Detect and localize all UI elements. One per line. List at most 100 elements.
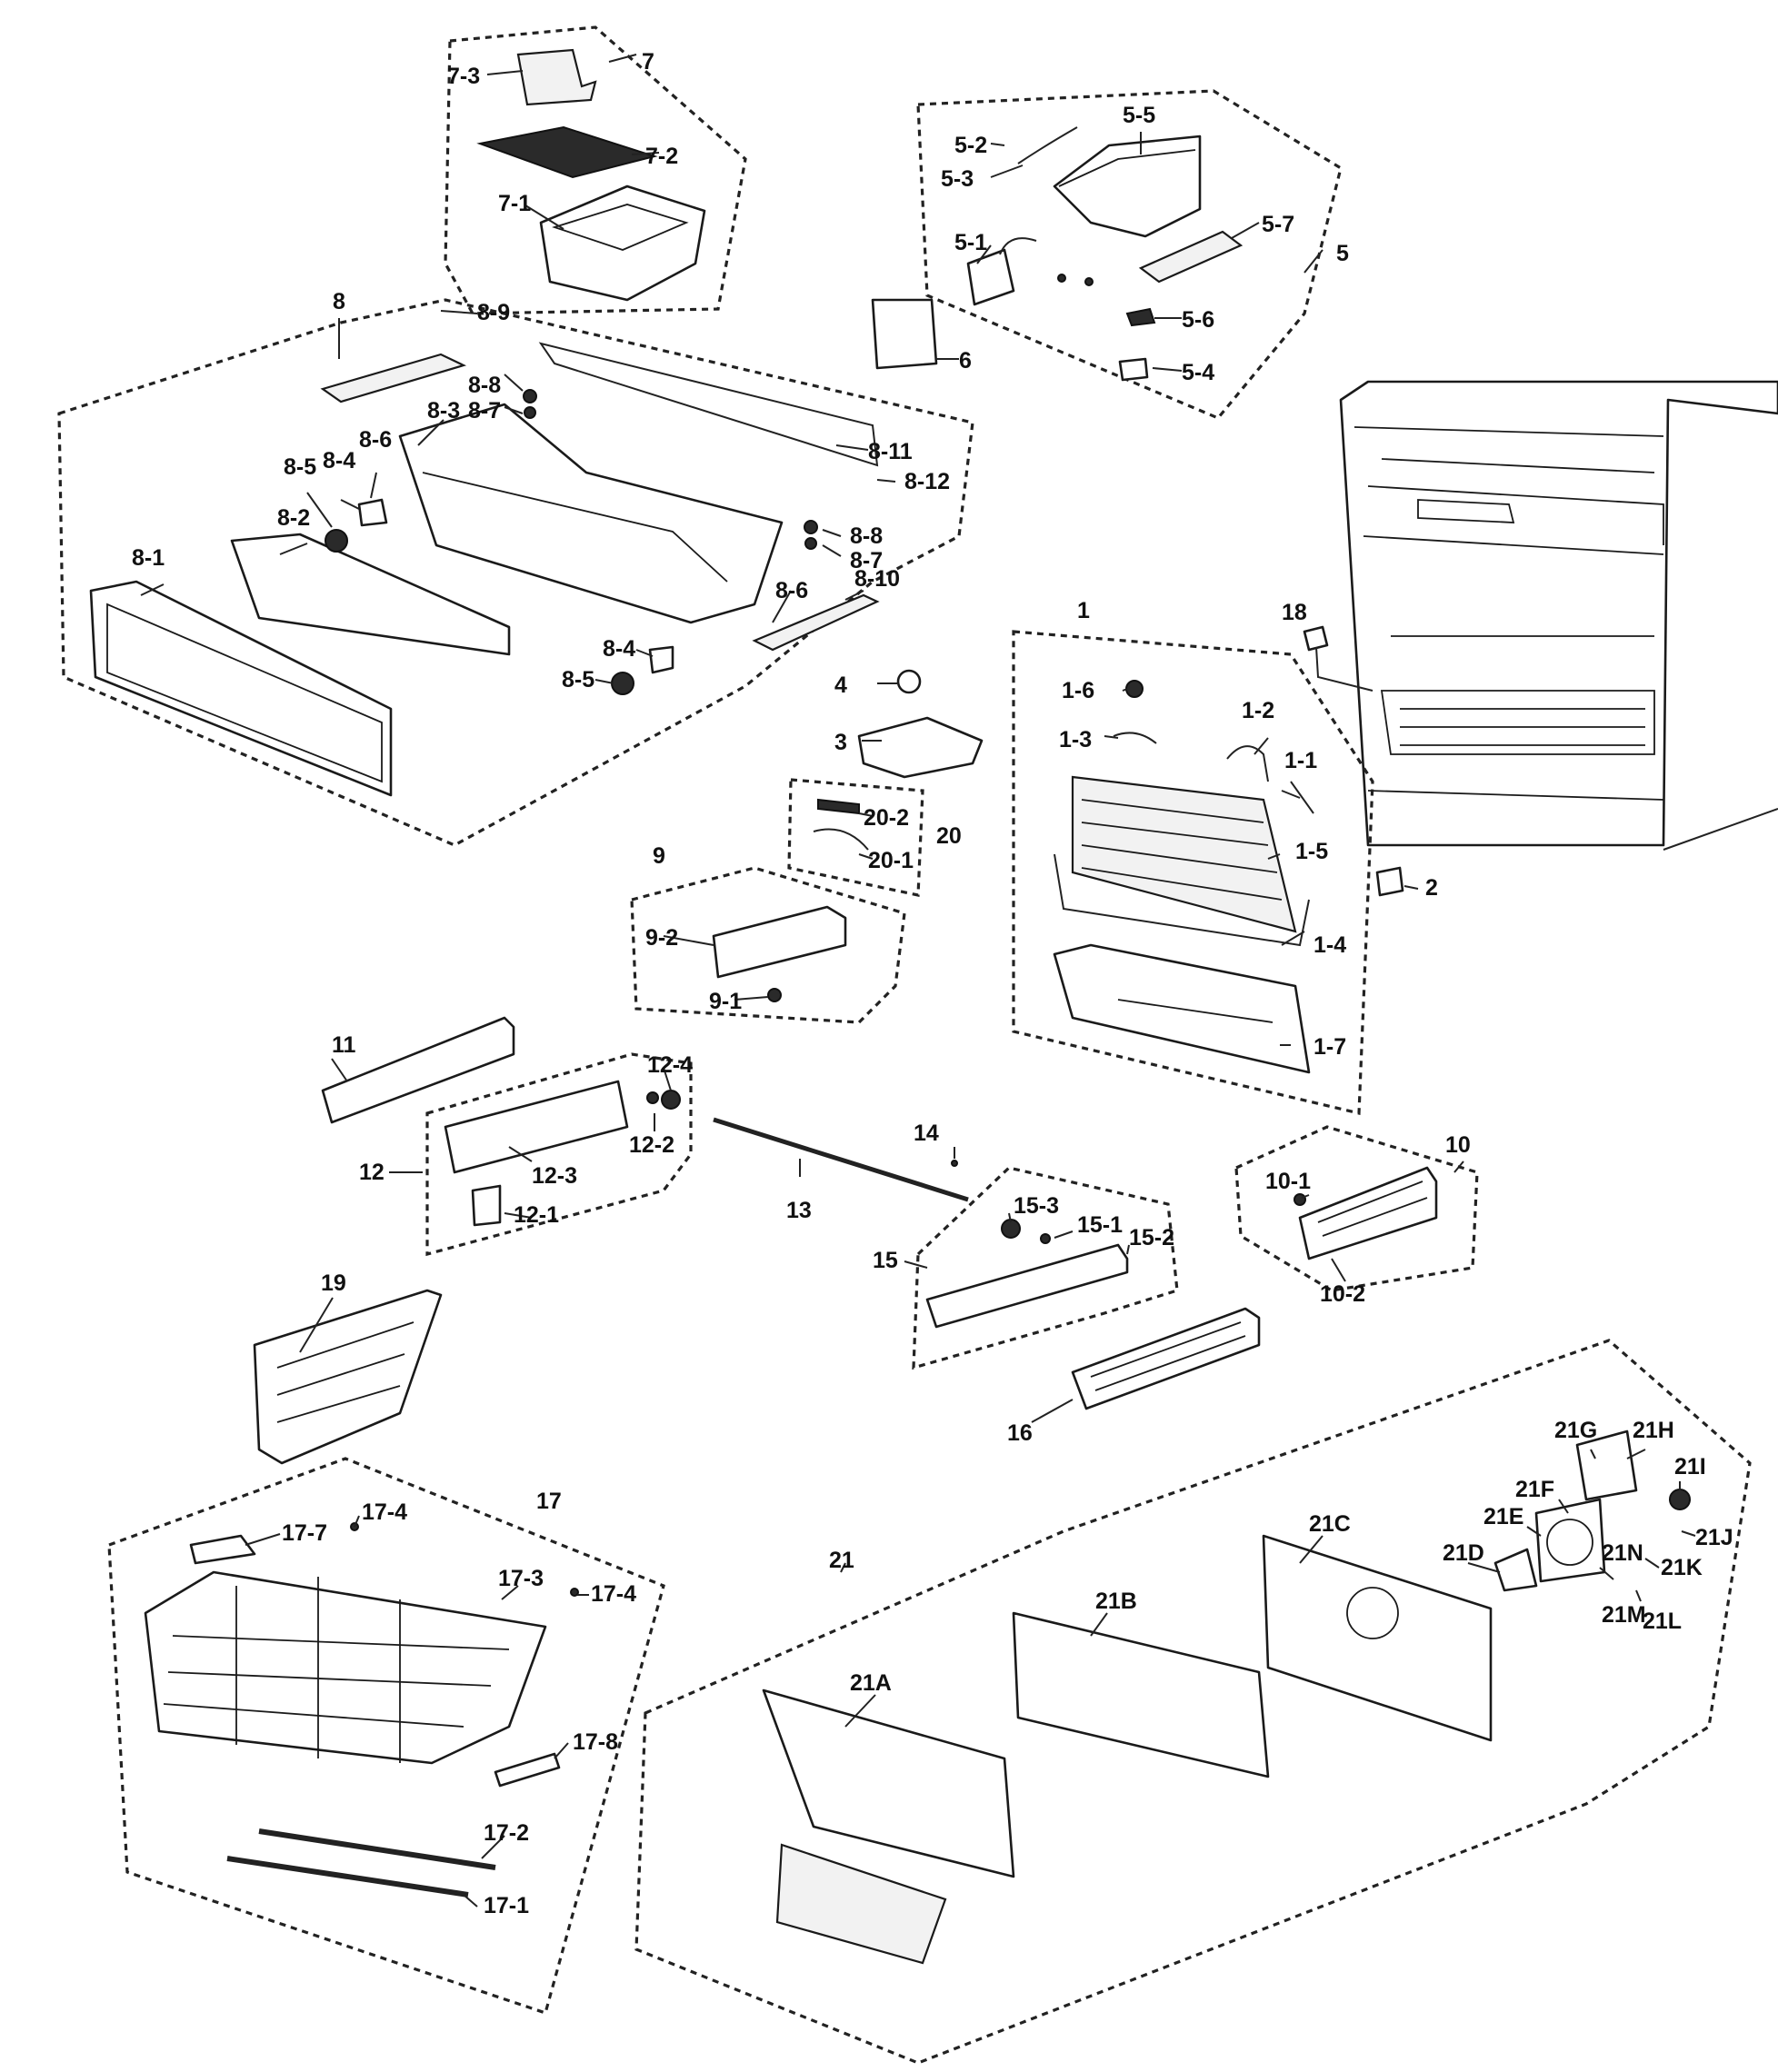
label-8-8-right: 8-8 (850, 523, 883, 549)
part-4-bulb (896, 669, 922, 694)
label-7-3: 7-3 (447, 64, 480, 89)
part-7-1-pan (539, 184, 706, 302)
label-1-1: 1-1 (1284, 748, 1317, 773)
label-18: 18 (1282, 600, 1307, 625)
label-21L: 21L (1643, 1609, 1682, 1634)
label-4: 4 (834, 672, 847, 698)
label-21C: 21C (1309, 1511, 1351, 1537)
part-1-6 (1125, 680, 1144, 698)
part-14 (951, 1160, 958, 1167)
label-11: 11 (332, 1032, 356, 1058)
part-5-7-ejector (1138, 230, 1244, 284)
label-20-2: 20-2 (864, 805, 909, 831)
label-17-7: 17-7 (282, 1520, 327, 1546)
label-8-8-top: 8-8 (468, 373, 501, 398)
label-17: 17 (536, 1489, 562, 1514)
label-21D: 21D (1443, 1540, 1484, 1566)
part-17-1-rail (226, 1856, 469, 1898)
label-21G: 21G (1554, 1418, 1597, 1443)
label-5-1: 5-1 (954, 230, 987, 255)
label-2: 2 (1425, 875, 1438, 901)
label-8-2: 8-2 (277, 505, 310, 531)
part-1-3-wire (1113, 732, 1157, 744)
part-1-4-heater (1054, 853, 1310, 947)
label-5-6: 5-6 (1182, 307, 1214, 333)
label-12-1: 12-1 (514, 1202, 559, 1228)
part-9-1 (767, 988, 782, 1002)
part-1-5-coil (1071, 775, 1297, 933)
label-8-9: 8-9 (477, 300, 510, 325)
part-5-2-harness (1017, 126, 1078, 164)
label-8-5-top: 8-5 (284, 454, 316, 480)
group-15 (912, 1166, 1179, 1370)
group-20 (787, 778, 924, 897)
part-11-rail (321, 1016, 515, 1124)
label-20: 20 (936, 823, 962, 849)
label-21I: 21I (1674, 1454, 1706, 1479)
label-1-3: 1-3 (1059, 727, 1092, 752)
part-9-2-rail (712, 905, 847, 979)
label-5-4: 5-4 (1182, 360, 1214, 385)
label-5-5: 5-5 (1123, 103, 1155, 128)
label-7: 7 (642, 49, 654, 75)
label-8-3: 8-3 (427, 398, 460, 423)
label-17-3: 17-3 (498, 1566, 544, 1591)
label-1: 1 (1077, 598, 1090, 623)
label-21K: 21K (1661, 1555, 1703, 1580)
label-1-6: 1-6 (1062, 678, 1094, 703)
part-8-9-rail (320, 353, 467, 403)
part-5-1-module (966, 248, 1015, 306)
label-21H: 21H (1633, 1418, 1674, 1443)
part-5-4-cap (1118, 357, 1149, 382)
label-16: 16 (1007, 1420, 1033, 1446)
part-8-2-front-frame (230, 533, 511, 656)
group-21 (634, 1339, 1752, 2065)
label-12-3: 12-3 (532, 1163, 577, 1189)
label-8-10: 8-10 (854, 566, 900, 592)
part-8-1-drawer-front (89, 580, 393, 797)
group-7 (444, 25, 747, 315)
part-7-3-bracket (516, 48, 597, 106)
label-9: 9 (653, 843, 665, 869)
label-7-2: 7-2 (645, 144, 678, 169)
label-21B: 21B (1095, 1589, 1137, 1614)
label-19: 19 (321, 1270, 346, 1296)
label-8-7-top: 8-7 (468, 398, 501, 423)
label-10-2: 10-2 (1320, 1281, 1365, 1307)
part-8-11-rod (538, 342, 879, 467)
label-1-7: 1-7 (1314, 1034, 1346, 1060)
label-12: 12 (359, 1160, 385, 1185)
label-8-4-top: 8-4 (323, 448, 355, 473)
part-10-2-grille (1298, 1166, 1438, 1260)
label-14: 14 (914, 1121, 939, 1146)
label-15-3: 15-3 (1014, 1193, 1059, 1219)
part-17-3-basket (144, 1570, 547, 1765)
label-7-1: 7-1 (498, 191, 531, 216)
label-21E: 21E (1483, 1504, 1523, 1529)
part-13-rod (713, 1117, 969, 1202)
part-7-2-grill (476, 125, 658, 179)
label-21M: 21M (1602, 1602, 1646, 1628)
label-20-1: 20-1 (868, 848, 914, 873)
part-8-4-roller-bracket (357, 498, 388, 527)
callout-labels: 7 7-3 7-2 7-1 5-2 5-3 5-5 5-1 5-7 5 5-6 … (132, 49, 1733, 1918)
group-1 (1012, 630, 1374, 1116)
group-5 (916, 89, 1343, 420)
label-12-4: 12-4 (647, 1052, 693, 1078)
label-9-1: 9-1 (709, 989, 742, 1014)
part-15-2-rail (925, 1243, 1129, 1329)
label-17-2: 17-2 (484, 1820, 529, 1846)
label-15-1: 15-1 (1077, 1212, 1123, 1238)
part-19-shelf (253, 1289, 443, 1465)
label-21: 21 (829, 1548, 854, 1573)
label-8-6-top: 8-6 (359, 427, 392, 453)
label-21F: 21F (1515, 1477, 1554, 1502)
label-1-5: 1-5 (1295, 839, 1328, 864)
label-21J: 21J (1695, 1525, 1733, 1550)
part-12-1 (471, 1184, 502, 1227)
part-2 (1375, 866, 1404, 897)
label-8-1: 8-1 (132, 545, 165, 571)
label-8-7-right: 8-7 (850, 548, 883, 573)
part-3-module (857, 716, 984, 779)
